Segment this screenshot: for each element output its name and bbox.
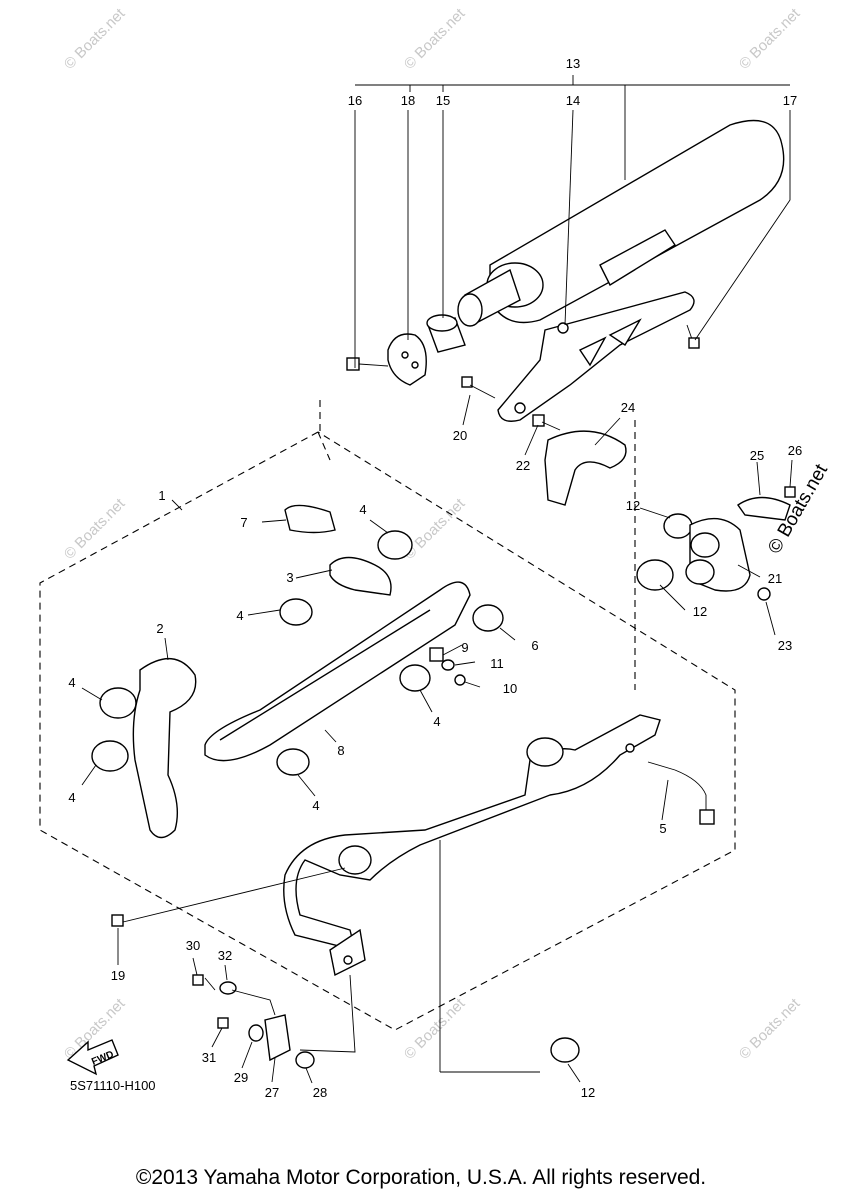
callout-10: 10 [503, 681, 517, 696]
collar-9-bolt-10-washer-11 [429, 647, 481, 688]
watermark: © Boats.net [736, 995, 804, 1063]
callout-14: 14 [566, 93, 580, 108]
protector-8 [204, 581, 471, 762]
protector-7 [284, 504, 336, 534]
bolt-31 [217, 1017, 229, 1029]
callout-11: 11 [490, 656, 504, 671]
bolt-17 [686, 324, 700, 349]
callout-19: 19 [111, 968, 125, 983]
callout-3: 3 [286, 570, 293, 585]
callout-17: 17 [783, 93, 797, 108]
assembly-boundary [39, 431, 736, 1031]
callout-22: 22 [516, 458, 530, 473]
copyright-notice: ©2013 Yamaha Motor Corporation, U.S.A. A… [135, 1166, 707, 1189]
callout-32: 32 [218, 948, 232, 963]
gasket-15 [426, 314, 466, 353]
heat-protector-24 [544, 430, 627, 506]
callout-31: 31 [202, 1050, 216, 1065]
callout-27: 27 [265, 1085, 279, 1100]
callout-24: 24 [621, 400, 635, 415]
clamp-18 [387, 333, 427, 386]
callout-4: 4 [312, 798, 319, 813]
callout-12: 12 [581, 1085, 595, 1100]
callout-8: 8 [337, 743, 344, 758]
callout-30: 30 [186, 938, 200, 953]
callout-23: 23 [778, 638, 792, 653]
callout-4: 4 [68, 790, 75, 805]
bracket-boundary [317, 431, 331, 461]
callout-21: 21 [768, 571, 782, 586]
bracket-25 [737, 486, 796, 521]
callout-labels: 13 16 18 15 14 17 20 22 24 25 26 12 12 2… [68, 56, 802, 1100]
callout-4: 4 [68, 675, 75, 690]
callout-16: 16 [348, 93, 362, 108]
clamps-4 [91, 530, 504, 776]
callout-20: 20 [453, 428, 467, 443]
callout-9: 9 [461, 640, 468, 655]
protector-2 [132, 657, 197, 839]
lower-hardware [111, 867, 580, 1069]
callout-7: 7 [240, 515, 247, 530]
callout-15: 15 [436, 93, 450, 108]
collar-28 [295, 1051, 315, 1069]
watermark: © Boats.net [401, 495, 469, 563]
callout-12: 12 [693, 604, 707, 619]
drawing-code: 5S71110-H100 [70, 1078, 156, 1093]
callout-4: 4 [433, 714, 440, 729]
muffler-bracket [497, 291, 695, 422]
muffler [457, 119, 785, 327]
callout-2: 2 [156, 621, 163, 636]
callout-6: 6 [531, 638, 538, 653]
callout-29: 29 [234, 1070, 248, 1085]
callout-26: 26 [788, 443, 802, 458]
callout-28: 28 [313, 1085, 327, 1100]
watermark: © Boats.net [401, 5, 469, 73]
exhaust-flange-21 [636, 513, 771, 601]
oxygen-sensor-5 [647, 761, 715, 825]
callout-5: 5 [659, 821, 666, 836]
protector-3 [329, 556, 392, 596]
exhaust-pipe-assembly [283, 714, 661, 977]
bracket-27 [264, 1014, 291, 1062]
bolt-16 [346, 357, 389, 371]
callout-4: 4 [359, 502, 366, 517]
callout-4: 4 [236, 608, 243, 623]
callout-12: 12 [626, 498, 640, 513]
callout-18: 18 [401, 93, 415, 108]
collar-29 [248, 1024, 264, 1042]
watermark: © Boats.net [61, 5, 129, 73]
bolt-30 [192, 974, 204, 986]
leader-lines [81, 75, 793, 1084]
watermark: © Boats.net [736, 5, 804, 73]
bolt-20 [461, 376, 496, 399]
watermark: © Boats.net [401, 995, 469, 1063]
callout-13: 13 [566, 56, 580, 71]
washer-32 [219, 981, 237, 995]
bolt-22 [532, 414, 561, 431]
callout-25: 25 [750, 448, 764, 463]
callout-1: 1 [158, 488, 165, 503]
nut-19 [111, 914, 124, 927]
gasket-12-lower [550, 1037, 580, 1063]
